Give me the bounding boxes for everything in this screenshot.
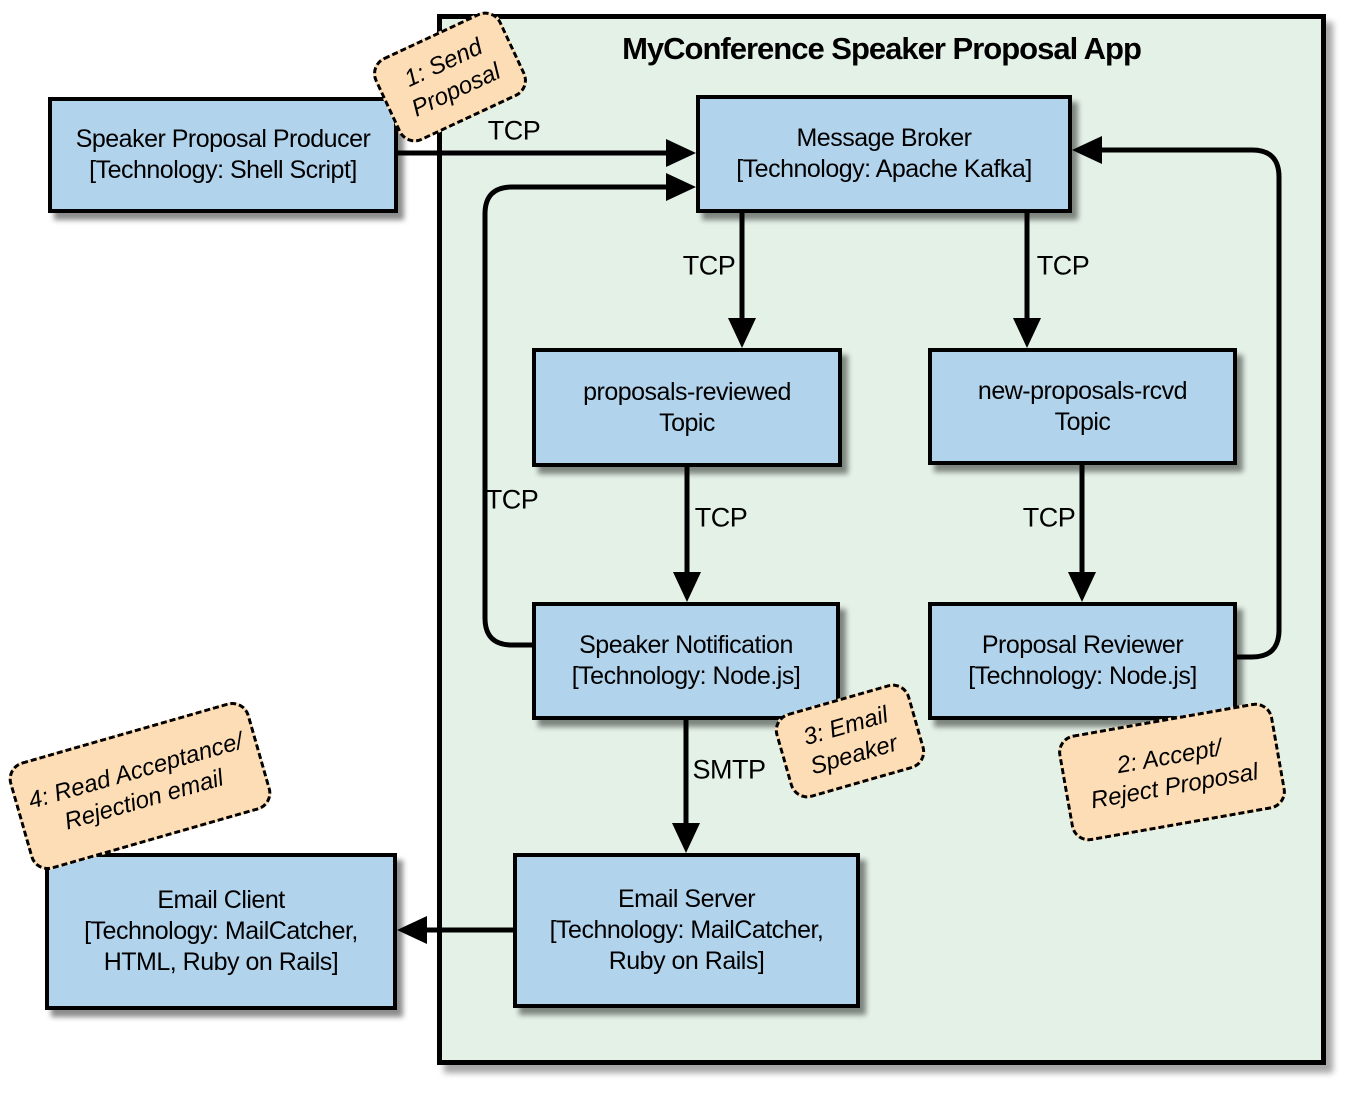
node-title: Proposal Reviewer — [981, 631, 1184, 659]
node-title: Email Server — [617, 885, 756, 913]
node-title: Speaker Notification — [579, 631, 793, 659]
edge-label-reviewed-topic-to-notification: TCP — [694, 502, 748, 533]
node-technology: [Technology: Shell Script] — [89, 156, 357, 184]
node-technology: [Technology: Apache Kafka] — [736, 155, 1032, 183]
node-technology: [Technology: MailCatcher, — [549, 916, 824, 944]
node-speaker-proposal-producer: Speaker Proposal Producer [Technology: S… — [48, 97, 398, 213]
node-title: Message Broker — [796, 124, 972, 152]
node-message-broker: Message Broker [Technology: Apache Kafka… — [696, 95, 1072, 213]
node-technology: [Technology: Node.js] — [571, 662, 801, 690]
node-title: Speaker Proposal Producer — [75, 125, 371, 153]
node-speaker-notification: Speaker Notification [Technology: Node.j… — [532, 602, 840, 720]
node-technology: [Technology: MailCatcher, — [84, 917, 358, 945]
edge-label-producer-to-broker: TCP — [487, 115, 541, 146]
node-title: Email Client — [157, 886, 285, 914]
edge-label-new-topic-to-reviewer: TCP — [1022, 502, 1076, 533]
note-4-read-acceptance-rejection-email: 4: Read Acceptance/ Rejection email — [4, 697, 276, 875]
node-title: new-proposals-rcvd — [977, 376, 1188, 405]
node-email-client: Email Client [Technology: MailCatcher, H… — [45, 853, 397, 1010]
node-title: proposals-reviewed — [583, 377, 791, 406]
node-technology: HTML, Ruby on Rails] — [103, 948, 339, 976]
node-email-server: Email Server [Technology: MailCatcher, R… — [513, 853, 860, 1008]
node-technology: Ruby on Rails] — [608, 947, 765, 975]
node-subtitle: Topic — [659, 408, 715, 437]
node-proposal-reviewer: Proposal Reviewer [Technology: Node.js] — [928, 602, 1237, 720]
node-new-proposals-rcvd-topic: new-proposals-rcvd Topic — [928, 348, 1237, 465]
node-proposals-reviewed-topic: proposals-reviewed Topic — [532, 348, 842, 467]
edge-label-broker-to-reviewed-topic: TCP — [682, 250, 736, 281]
edge-label-notification-to-broker-loop: TCP — [485, 484, 539, 515]
node-subtitle: Topic — [1054, 407, 1111, 436]
edge-label-notification-to-email-server: SMTP — [692, 754, 766, 785]
container-title: MyConference Speaker Proposal App — [622, 31, 1142, 66]
node-technology: [Technology: Node.js] — [968, 662, 1197, 690]
edge-label-broker-to-new-topic: TCP — [1036, 250, 1090, 281]
